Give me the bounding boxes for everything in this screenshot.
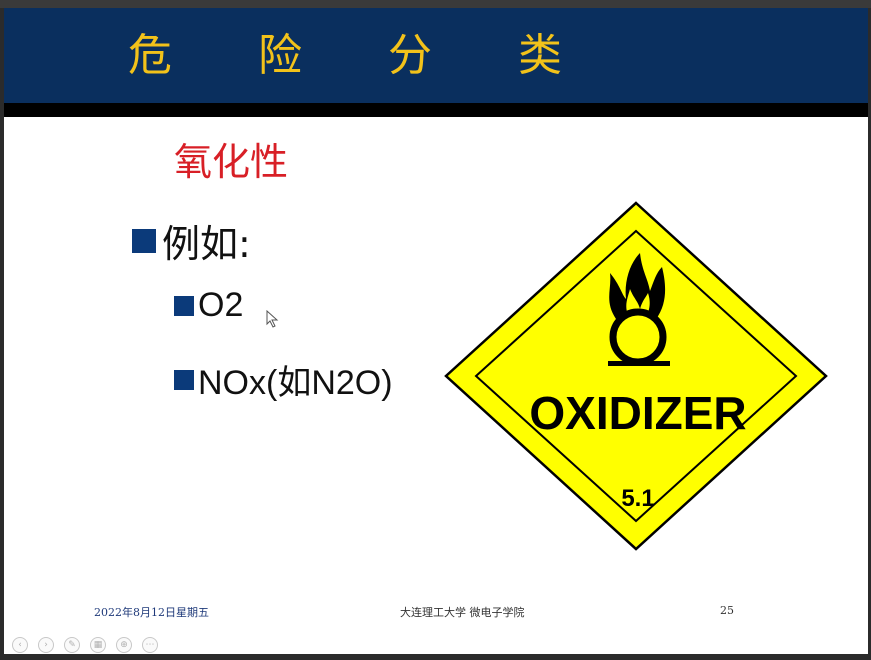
slide-header: 危 险 分 类 xyxy=(4,8,868,103)
bullet-level1: 例如: xyxy=(132,213,251,268)
slide-overview-button[interactable]: ▦ xyxy=(90,637,106,653)
bullet-text: 例如: xyxy=(162,222,251,266)
placard-label: OXIDIZER xyxy=(529,387,746,439)
slideshow-toolbar: ‹ › ✎ ▦ ⊕ ⋯ xyxy=(12,637,158,653)
window-top-edge xyxy=(0,0,871,8)
more-options-button[interactable]: ⋯ xyxy=(142,637,158,653)
slide: 危 险 分 类 氧化性 例如: O2 NOx(如N2O) OXIDIZER 5.… xyxy=(4,8,868,654)
footer-institution: 大连理工大学 微电子学院 xyxy=(400,606,525,619)
square-bullet-icon xyxy=(174,295,194,316)
oxidizer-placard: OXIDIZER 5.1 xyxy=(444,201,828,551)
footer-page-number: 25 xyxy=(720,604,734,617)
flame-over-circle-icon xyxy=(608,253,670,366)
pen-tool-button[interactable]: ✎ xyxy=(64,637,80,653)
zoom-button[interactable]: ⊕ xyxy=(116,637,132,653)
bullet-level2: NOx(如N2O) xyxy=(174,355,393,404)
square-bullet-icon xyxy=(132,228,156,253)
next-slide-button[interactable]: › xyxy=(38,637,54,653)
header-divider xyxy=(4,103,868,117)
previous-slide-button[interactable]: ‹ xyxy=(12,637,28,653)
square-bullet-icon xyxy=(174,369,194,390)
mouse-cursor-icon xyxy=(266,310,279,328)
bullet-text: O2 xyxy=(198,286,244,324)
footer-date: 2022年8月12日星期五 xyxy=(94,606,209,619)
slide-subtitle: 氧化性 xyxy=(174,140,289,184)
placard-class-number: 5.1 xyxy=(621,485,654,512)
slide-title: 危 险 分 类 xyxy=(128,30,598,81)
bullet-level2: O2 xyxy=(174,286,243,325)
bullet-text: NOx(如N2O) xyxy=(198,364,393,402)
